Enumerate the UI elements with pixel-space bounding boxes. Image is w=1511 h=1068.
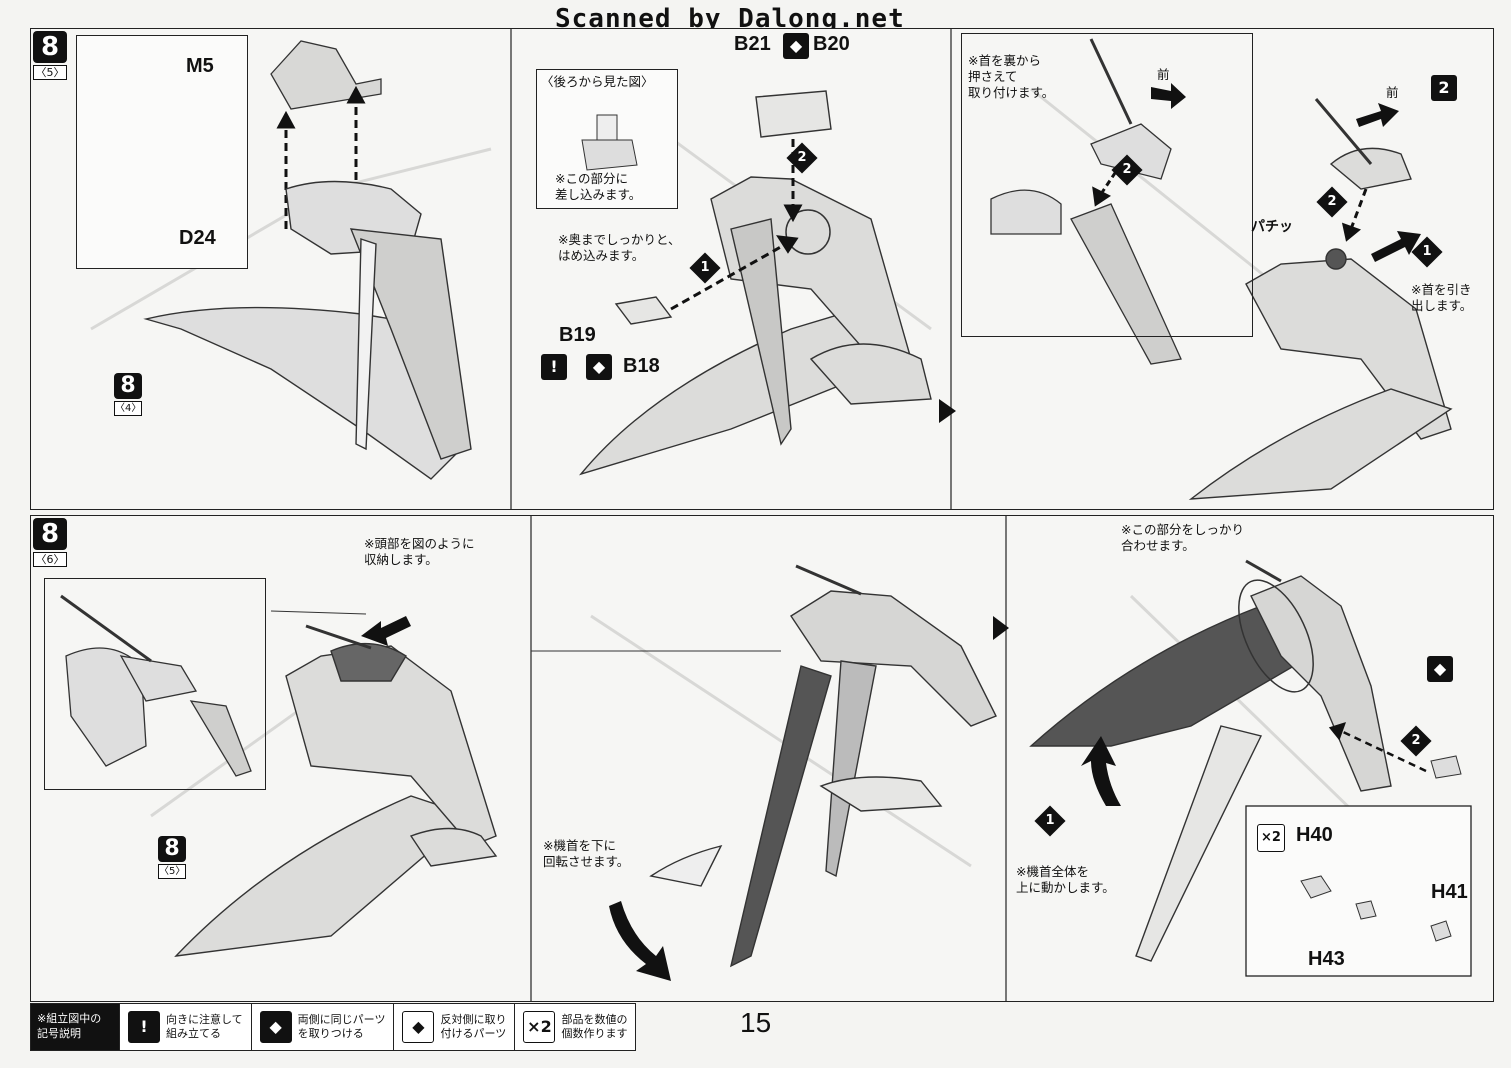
legend-text: 向きに注意して 組み立てる: [166, 1013, 243, 1040]
back-view-note: ※この部分に 差し込みます。: [555, 171, 642, 202]
top-illustrations: [90, 29, 1453, 509]
rotate-down-arrow: [609, 901, 671, 981]
assembly-arrows-p3: [1092, 163, 1368, 242]
move-up-arrow: [1081, 736, 1121, 806]
next-step-arrow-b: [993, 616, 1009, 640]
step-number: 8: [33, 31, 67, 63]
step-order-1-b3: 1: [1034, 805, 1066, 837]
step-8-6-frame: 8 〈6〉 ※頭部を図のように 収納します。 8 〈5〉 ※機首を下に 回転させ…: [30, 515, 1494, 1002]
step-badge-8-5: 8 〈5〉: [33, 31, 67, 80]
legend-item-quantity: ×2 部品を数値の 個数作ります: [514, 1004, 635, 1050]
part-label-h41: H41: [1431, 881, 1468, 903]
legend-text: 部品を数値の 個数作ります: [561, 1013, 628, 1040]
same-part-both-sides-icon-b: ◆: [1427, 656, 1453, 682]
back-view-drawing: [581, 114, 638, 171]
neck-attach-drawing: [990, 38, 1182, 365]
fighter-body-drawing-b2: [649, 564, 997, 968]
page-number: 15: [740, 1007, 772, 1038]
front-label: 前: [1157, 67, 1170, 82]
step-8-5-frame: 8 〈5〉 M5 D24 8 〈4〉 B21 ◆ B20 〈後ろから見た図〉 ※…: [30, 28, 1494, 510]
fighter-body-drawing-b1: [174, 624, 498, 957]
both-sides-icon: ◆: [259, 1011, 292, 1043]
front-label-2: 前: [1386, 85, 1399, 100]
fighter-body-drawing-p3: [1188, 98, 1453, 500]
step-order-1: 1: [689, 252, 721, 284]
caution-icon: !: [128, 1011, 160, 1043]
front-direction-arrow-2: [1356, 103, 1399, 127]
legend-heading: ※組立図中の 記号説明: [31, 1004, 119, 1050]
caution-icon: !: [541, 354, 567, 380]
part-label-b18: B18: [623, 355, 660, 377]
part-label-b19: B19: [559, 324, 596, 346]
step-box-2: 2: [1431, 75, 1457, 101]
quantity-box: ×2: [1257, 824, 1285, 852]
h-parts-inset: [1245, 755, 1472, 977]
legend-text: 両側に同じパーツ を取りつける: [297, 1013, 386, 1040]
front-direction-arrow: [1151, 83, 1186, 109]
neck-note: ※首を裏から 押さえて 取り付けます。: [968, 53, 1055, 100]
head-stow-note: ※頭部を図のように 収納します。: [364, 536, 475, 567]
pull-note: ※首を引き 出します。: [1411, 282, 1473, 313]
assembly-arrows-p2: [670, 139, 803, 311]
part-label-h43: H43: [1308, 948, 1345, 970]
step-order-2-p3b: 2: [1316, 186, 1348, 218]
step-order-1-p3: 1: [1411, 236, 1443, 268]
opposite-side-icon: ◆: [586, 354, 612, 380]
fighter-body-drawing-p2: [578, 90, 932, 476]
insert-note: ※奥までしっかりと、 はめ込みます。: [558, 232, 681, 263]
same-part-both-sides-icon: ◆: [783, 33, 809, 59]
legend-item-both-sides: ◆ 両側に同じパーツ を取りつける: [250, 1004, 394, 1050]
step-subnumber: 〈5〉: [33, 65, 67, 80]
ref-badge-8-4: 8 〈4〉: [114, 373, 142, 416]
legend-text: 反対側に取り 付けるパーツ: [440, 1013, 507, 1040]
step-badge-8-6: 8 〈6〉: [33, 518, 67, 567]
align-note: ※この部分をしっかり 合わせます。: [1121, 522, 1244, 553]
opposite-side-icon: ◆: [402, 1011, 435, 1043]
symbol-legend: ※組立図中の 記号説明 ! 向きに注意して 組み立てる ◆ 両側に同じパーツ を…: [30, 1003, 637, 1051]
snap-sound-label: パチッ: [1251, 219, 1293, 235]
part-label-m5: M5: [186, 55, 214, 77]
quantity-icon: ×2: [523, 1011, 556, 1043]
back-view-inset: 〈後ろから見た図〉 ※この部分に 差し込みます。: [536, 69, 678, 209]
next-step-arrow: [939, 399, 956, 423]
head-stow-inset-drawing: [60, 594, 252, 777]
part-label-h40: H40: [1296, 824, 1333, 846]
step-order-2-b3: 2: [1400, 725, 1432, 757]
part-label-b21: B21: [734, 33, 771, 55]
move-up-note: ※機首全体を 上に動かします。: [1016, 864, 1115, 895]
step-order-2: 2: [786, 142, 818, 174]
part-label-b20: B20: [813, 33, 850, 55]
nose-rotate-note: ※機首を下に 回転させます。: [543, 838, 630, 869]
back-view-title: 〈後ろから見た図〉: [541, 74, 654, 89]
neck-detail-inset: [961, 33, 1253, 337]
fighter-body-drawing-p1: [143, 180, 472, 480]
part-label-d24: D24: [179, 227, 216, 249]
ref-badge-8-5: 8 〈5〉: [158, 836, 186, 879]
stow-direction-arrow: [361, 616, 411, 646]
pull-direction-arrow: [1371, 231, 1421, 262]
legend-item-caution: ! 向きに注意して 組み立てる: [119, 1004, 251, 1050]
legend-item-opposite-side: ◆ 反対側に取り 付けるパーツ: [393, 1004, 514, 1050]
head-stow-inset: [44, 578, 266, 790]
parts-inset-box: [76, 35, 248, 269]
step-order-2-p3: 2: [1111, 154, 1143, 186]
